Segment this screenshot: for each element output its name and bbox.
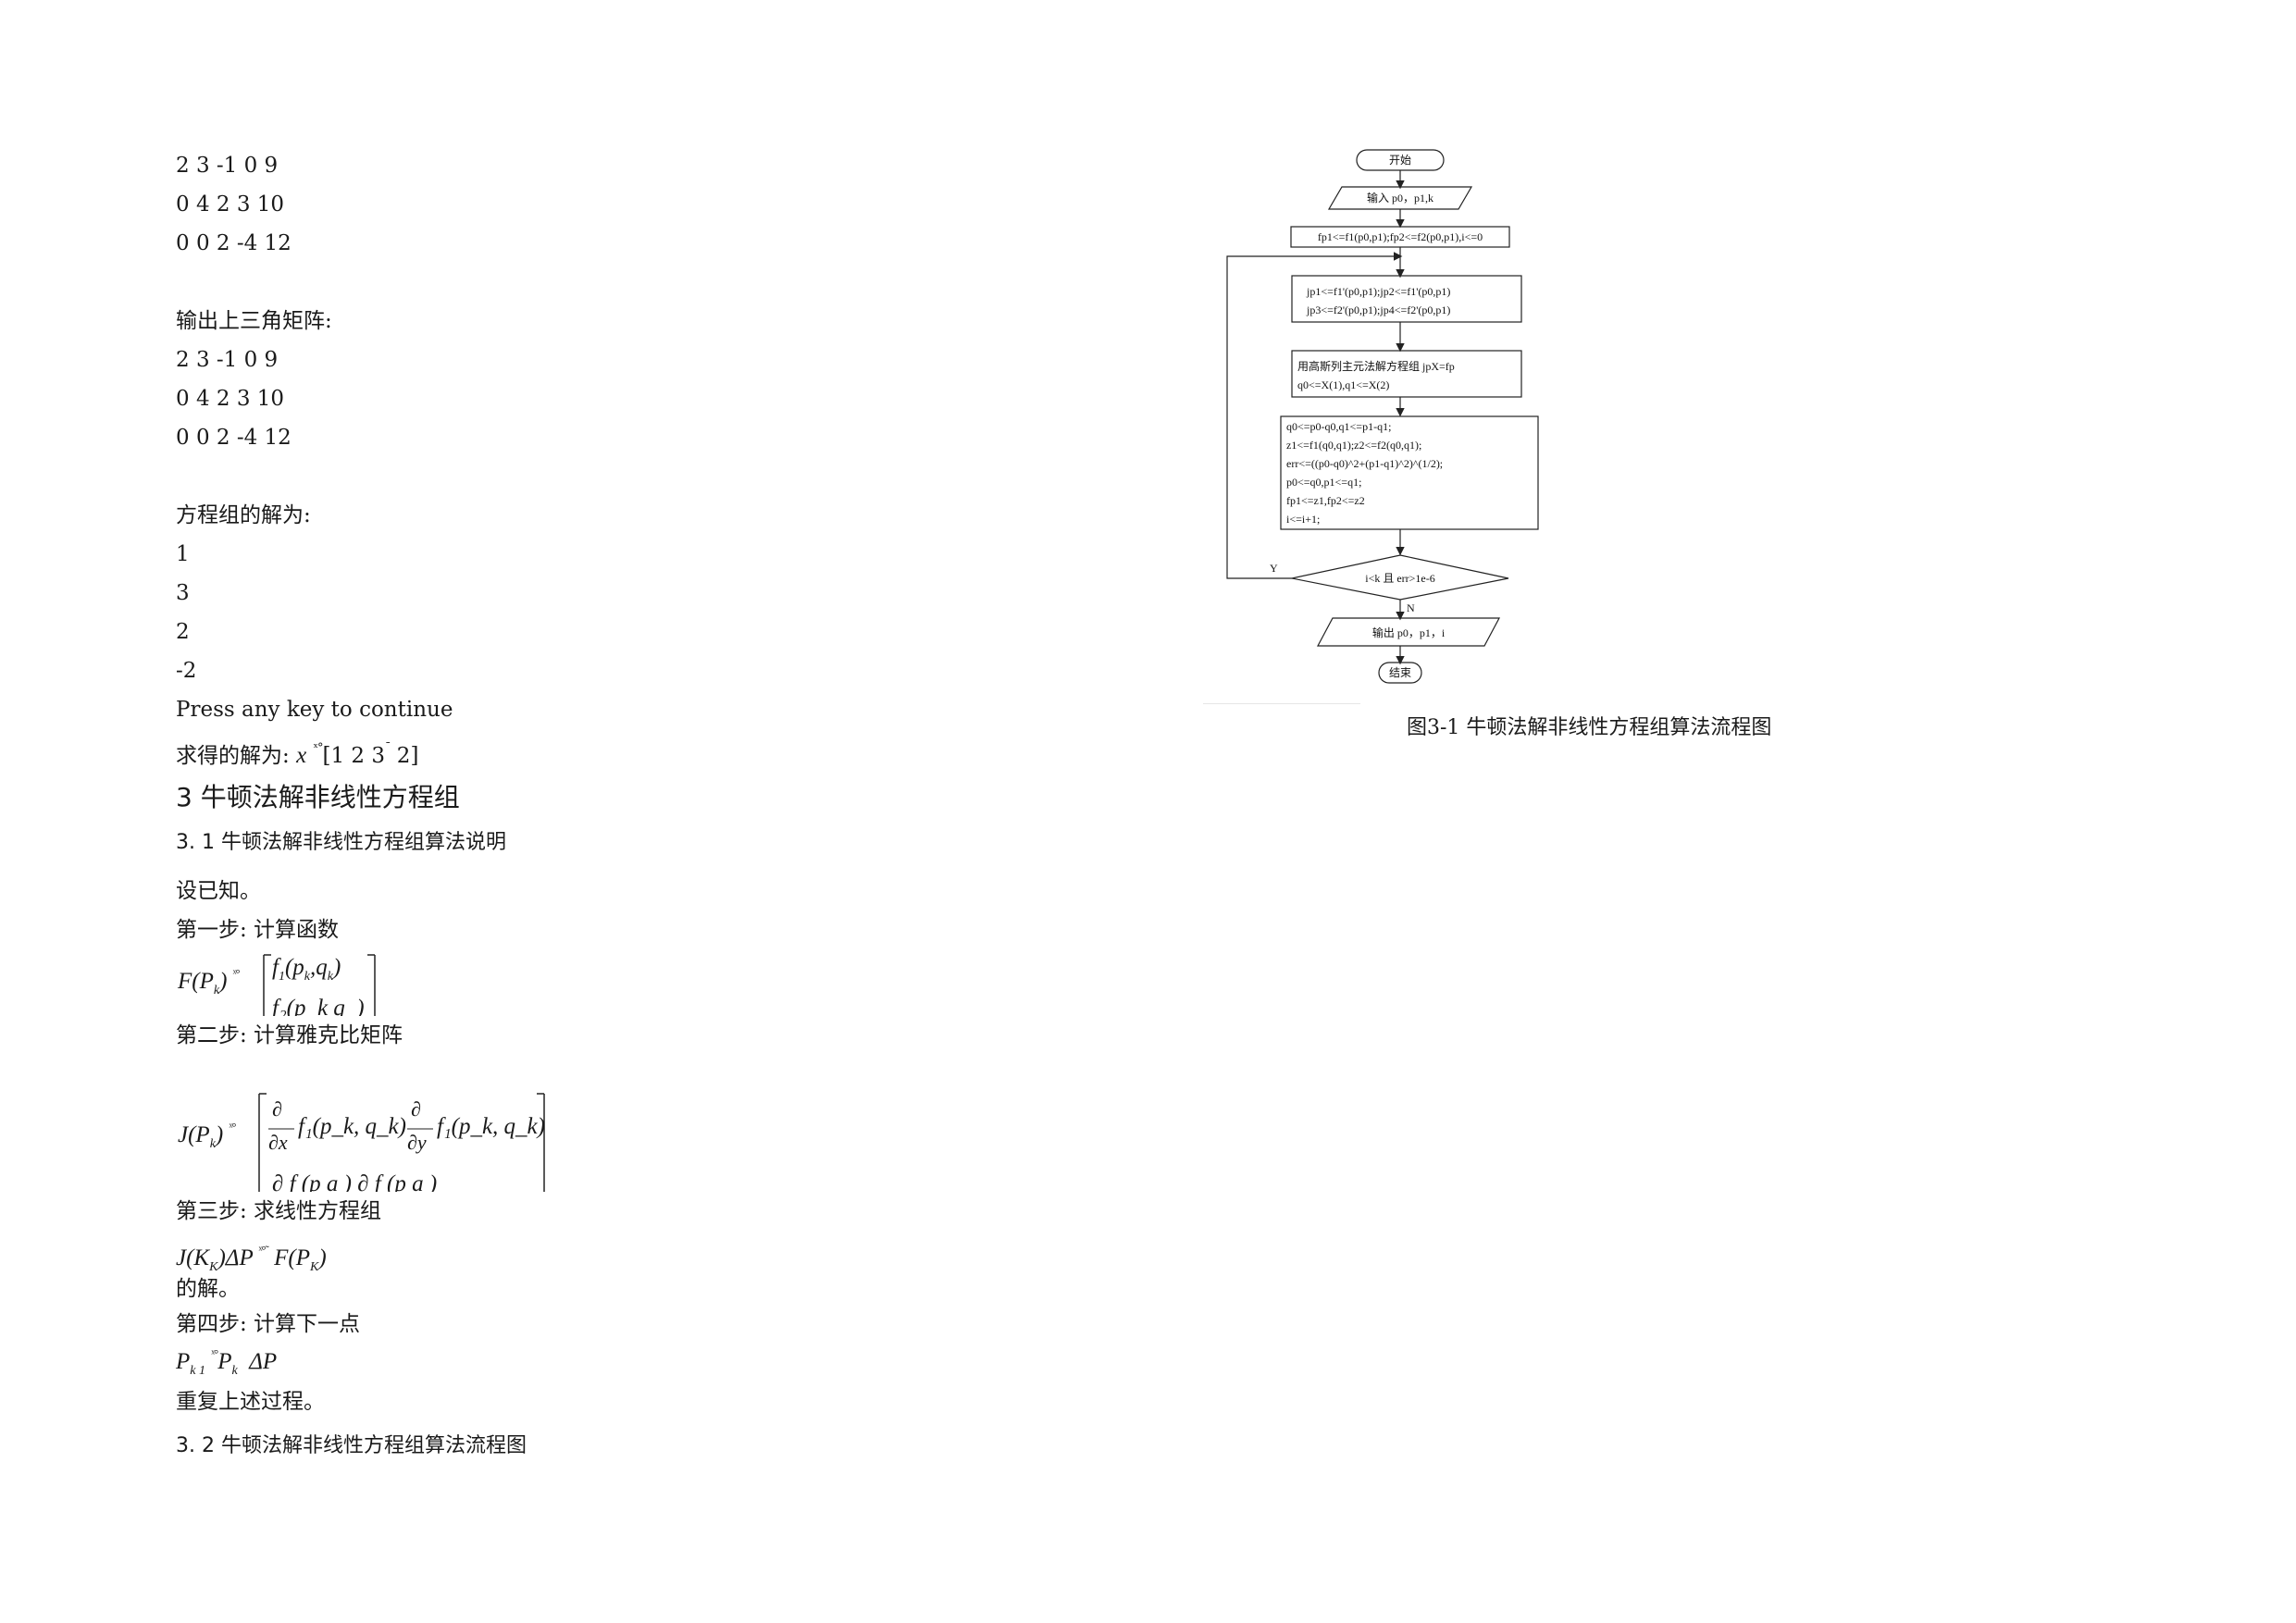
matrix-row: 0 0 2 -4 12: [176, 231, 292, 255]
solution-value: 3: [176, 581, 190, 605]
formula-next: Pk 1 ˣ°Pk ΔP: [176, 1346, 278, 1378]
step2-text: 第二步: 计算雅克比矩阵: [176, 1023, 403, 1047]
result-tail: 2]: [390, 744, 419, 768]
matrix-row: 2 3 -1 0 9: [176, 348, 279, 372]
update-line: q0<=p0-q0,q1<=p1-q1;: [1286, 420, 1391, 433]
step1-text: 第一步: 计算函数: [176, 918, 340, 942]
end-label: 结束: [1389, 666, 1411, 679]
formula-linear: J(KK)ΔP ˣ°˜ F(PK): [176, 1243, 327, 1274]
jacobian-line-2: jp3<=f2'(p0,p1);jp4<=f2'(p0,p1): [1306, 304, 1450, 316]
F-lhs: F(P: [178, 969, 214, 994]
gauss-line-2: q0<=X(1),q1<=X(2): [1297, 378, 1389, 391]
solution-value: 2: [176, 620, 190, 644]
formula-F: F(Pk) ˣ° f1(pk,qk) f₂(p_k q_): [176, 949, 1148, 1016]
step3-text: 第三步: 求线性方程组: [176, 1199, 382, 1223]
step3-tail: 的解。: [176, 1277, 240, 1301]
end-terminator: [1378, 662, 1422, 684]
result-line: 求得的解为: x ˣ°[1 2 3¯ 2]: [176, 729, 1148, 768]
solution-label: 方程组的解为:: [176, 503, 311, 527]
gauss-box: [1291, 350, 1522, 398]
loop-back-line: [1226, 252, 1403, 579]
update-line: p0<=q0,p1<=q1;: [1286, 476, 1361, 489]
formula-J-bracket: [258, 1093, 545, 1192]
formula-F-bracket: [263, 954, 376, 1016]
matrix-row: 0 4 2 3 10: [176, 192, 285, 217]
update-line: fp1<=z1,fp2<=z2: [1286, 494, 1365, 507]
no-label: N: [1407, 601, 1415, 614]
solution-value: 1: [176, 542, 190, 566]
result-bar: ¯: [385, 741, 391, 755]
jacobian-box: [1291, 275, 1522, 323]
jacobian-line-1: jp1<=f1'(p0,p1);jp2<=f1'(p0,p1): [1306, 285, 1450, 298]
init-label: fp1<=f1(p0,p1);fp2<=f2(p0,p1),i<=0: [1318, 230, 1483, 243]
upper-matrix-label: 输出上三角矩阵:: [176, 309, 332, 333]
left-column: 2 3 -1 0 9 0 4 2 3 10 0 0 2 -4 12 输出上三角矩…: [176, 146, 1148, 1475]
update-line: i<=i+1;: [1286, 513, 1320, 526]
update-line: err<=((p0-q0)^2+(p1-q1)^2)^(1/2);: [1286, 457, 1443, 470]
matrix-row: 0 4 2 3 10: [176, 387, 285, 411]
yes-label: Y: [1270, 562, 1278, 575]
subsection-title: 3. 1 牛顿法解非线性方程组算法说明: [176, 831, 506, 854]
solution-value: -2: [176, 659, 197, 683]
gauss-line-1: 用高斯列主元法解方程组 jpX=fp: [1297, 359, 1455, 373]
output-parallelogram: [1317, 617, 1500, 647]
matrix-row: 2 3 -1 0 9: [176, 154, 279, 178]
input-label: 输入 p0，p1,k: [1367, 191, 1433, 204]
subsection-title: 3. 2 牛顿法解非线性方程组算法流程图: [176, 1434, 527, 1457]
press-key-text: Press any key to continue: [176, 698, 453, 722]
section-title: 3 牛顿法解非线性方程组: [176, 782, 460, 812]
start-label: 开始: [1389, 154, 1411, 167]
input-parallelogram: [1327, 186, 1473, 210]
F-second-row-cut: f₂(p_k q_): [272, 996, 365, 1016]
step4-text: 第四步: 计算下一点: [176, 1312, 361, 1336]
repeat-text: 重复上述过程。: [176, 1390, 325, 1414]
matrix-row: 0 0 2 -4 12: [176, 426, 292, 450]
J-second-row-cut: ∂ f (p a ) ∂ f (p a ): [272, 1171, 438, 1192]
result-label: 求得的解为:: [176, 744, 297, 768]
result-symbol: ˣ°: [313, 741, 323, 755]
decision-label: i<k 且 err>1e-6: [1365, 572, 1435, 585]
known-text: 设已知。: [176, 879, 261, 903]
result-vector: [1 2 3: [322, 744, 386, 768]
result-x: x: [296, 743, 307, 768]
flowchart: 开始 输入 p0，p1,k fp1<=f1(p0,p1);fp2<=f2(p0,…: [1226, 149, 1539, 684]
equals-symbol: ˣ°: [232, 966, 241, 980]
update-box: [1280, 415, 1539, 530]
update-line: z1<=f1(q0,q1);z2<=f2(q0,q1);: [1286, 439, 1421, 452]
formula-J: J(Pk) ˣ° ∂ ∂x f₁(p_k, q_k) ∂ ∂y f₁(p_k, …: [176, 1055, 1148, 1192]
figure-caption: 图3-1 牛顿法解非线性方程组算法流程图: [1407, 716, 1772, 739]
output-label: 输出 p0，p1，i: [1372, 626, 1446, 639]
